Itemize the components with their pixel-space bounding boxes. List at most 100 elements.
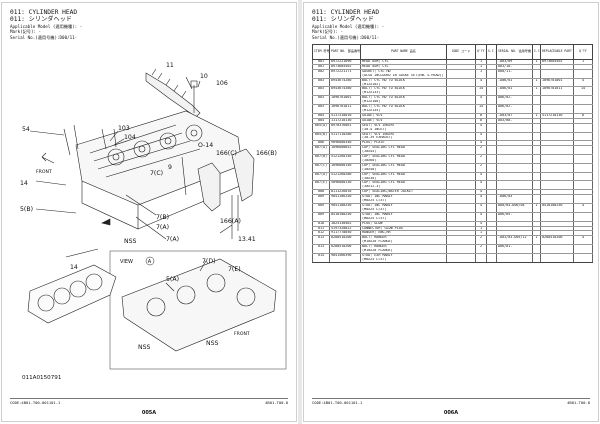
table-cell — [573, 194, 593, 200]
page-number: 005A — [141, 410, 157, 416]
left-page-header: 011: CYLINDER HEAD 011: シリンダヘッド Applicab… — [10, 9, 290, 41]
table-cell — [532, 257, 541, 263]
table-row: (M8X25 L=37) — [312, 199, 593, 205]
table-row: (M8X25 L=37) — [312, 216, 593, 222]
page-number: 006A — [443, 410, 459, 416]
callout-label: 106 — [216, 80, 228, 87]
table-cell — [573, 167, 593, 173]
header-code: CODE コード — [446, 44, 476, 60]
callout-label: 7(B) — [156, 214, 169, 221]
table-row: (30-39 EXHAUST) — [312, 136, 593, 142]
table-cell — [573, 118, 593, 124]
table-cell — [573, 189, 593, 196]
callout-label: 7(A) — [166, 236, 179, 243]
table-cell: 4 — [573, 235, 593, 241]
table-cell — [329, 257, 361, 263]
code-line: CODE:4B01-T00-001101-1 — [312, 400, 363, 405]
table-cell — [573, 257, 593, 263]
table-cell — [446, 257, 476, 263]
table-row: (M8X25 L=37) — [312, 257, 593, 263]
figure-code: 011A0150791 — [22, 375, 62, 381]
ref-line: 4B01-T00-8 — [567, 400, 590, 405]
table-cell: (ALSO INCLUDED IN GASKE SET(ENL & HEAD)) — [360, 73, 447, 79]
header-replaceable-qty: Q'TY — [573, 44, 593, 60]
ref-line: 4B01-T00-8 — [265, 400, 288, 405]
page-title-jp: 011: シリンダヘッド — [10, 16, 72, 24]
table-cell: 007(C) — [312, 163, 330, 168]
callout-label: 7(A) — [156, 224, 169, 231]
table-cell — [573, 249, 593, 255]
table-cell — [573, 226, 593, 232]
callout-label: 9 — [168, 164, 172, 171]
table-cell — [573, 91, 593, 97]
table-row: (30X45) — [312, 150, 593, 156]
page-title-en: 011: CYLINDER HEAD — [10, 9, 78, 16]
footer-rule — [312, 398, 590, 399]
table-cell — [573, 230, 593, 237]
table-cell — [573, 253, 593, 258]
table-cell — [573, 140, 593, 147]
callout-label: 7(C) — [150, 170, 163, 177]
cylinder-head-exploded-diagram: 11 10 106 54 103 104 O-14 166(C) 166(B) … — [20, 62, 287, 381]
callout-label: 166(B) — [256, 150, 277, 157]
table-cell — [573, 95, 593, 101]
callout-label: NSS — [206, 340, 219, 347]
callout-label: 104 — [124, 134, 136, 141]
table-row: (ALSO INCLUDED IN GASKE SET(ENL & HEAD)) — [312, 73, 593, 79]
table-row: (M12X100) — [312, 100, 593, 106]
table-cell: 8 — [573, 113, 593, 119]
table-header-row: ITEM 符号 PART NO. 部品番号 PART NAME 品名 CODE … — [312, 44, 593, 60]
table-row: (M12X135) — [312, 108, 593, 114]
table-cell — [573, 185, 593, 191]
table-row: (M10X20 FLANGE) — [312, 240, 593, 246]
callout-label: O-14 — [198, 142, 213, 149]
footer-rule — [10, 398, 288, 399]
applicable-model: Applicable Model (適用機種): - — [312, 23, 385, 29]
table-cell — [573, 104, 593, 109]
table-cell: 4 — [573, 78, 593, 83]
callout-label: 5(B) — [20, 206, 33, 213]
left-page: 011: CYLINDER HEAD 011: シリンダヘッド Applicab… — [1, 2, 297, 422]
header-sc: S.C 互換性 — [486, 44, 497, 60]
table-cell — [573, 123, 593, 128]
page-gutter — [298, 0, 302, 424]
applicable-model: Applicable Model (適用機種): - — [10, 23, 83, 29]
table-row: (M12X102) — [312, 82, 593, 88]
table-cell — [486, 257, 497, 263]
table-cell: 005(A) — [312, 123, 330, 128]
callout-label: 10 — [200, 73, 208, 80]
table-row: (30X12.3) — [312, 185, 593, 191]
table-cell — [573, 154, 593, 159]
callout-label: 7(E) — [228, 266, 241, 273]
callout-label: 166(A) — [220, 218, 241, 225]
table-cell — [573, 136, 593, 142]
table-row: (30X30) — [312, 176, 593, 182]
table-cell: 007(D) — [312, 172, 330, 177]
front-label: FRONT — [36, 169, 52, 175]
callout-label: 54 — [22, 126, 30, 133]
table-cell — [573, 127, 593, 133]
parts-table: ITEM 符号 PART NO. 部品番号 PART NAME 品名 CODE … — [312, 44, 593, 263]
table-cell — [573, 212, 593, 217]
serial-line: Serial No.(適用号機):D00/11- — [312, 35, 380, 40]
callout-label: 11 — [166, 62, 174, 69]
right-page-header: 011: CYLINDER HEAD 011: シリンダヘッド Applicab… — [312, 9, 592, 41]
